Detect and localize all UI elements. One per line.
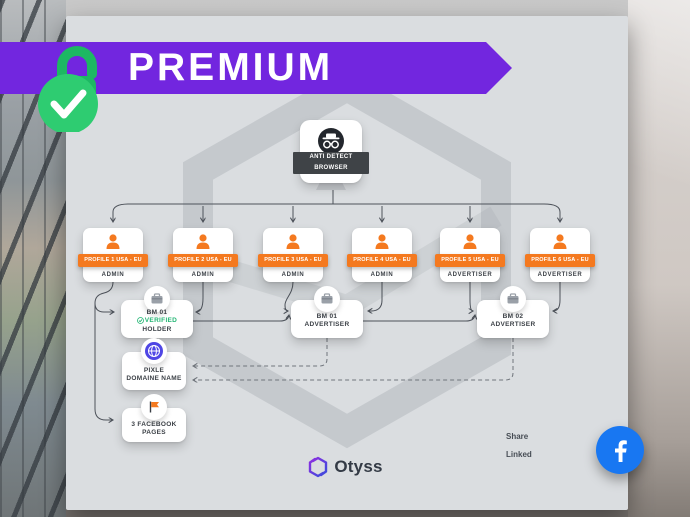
bm-title: BM 01	[146, 309, 168, 316]
profile-role: ADMIN	[281, 272, 305, 278]
pixel-line2: DOMAINE NAME	[126, 374, 182, 382]
bm-subtitle: ADVERTISER	[304, 320, 350, 328]
profile-role: ADMIN	[101, 272, 125, 278]
person-icon	[286, 234, 300, 249]
facebook-pages-node: 3 FACEBOOK PAGES	[122, 394, 186, 442]
profile-card-6: PROFILE 6 USA - EU ADVERTISER	[525, 228, 595, 282]
incognito-icon	[318, 128, 344, 154]
pixel-line1: PIXLE	[143, 367, 165, 374]
pages-line2: PAGES	[142, 428, 166, 436]
profile-role: ADMIN	[370, 272, 394, 278]
profile-card-5: PROFILE 5 USA - EU ADVERTISER	[435, 228, 505, 282]
legend-share-label: Share	[506, 432, 529, 441]
profile-banner: PROFILE 5 USA - EU	[435, 254, 505, 267]
briefcase-icon	[144, 286, 170, 312]
profile-role: ADVERTISER	[447, 272, 493, 278]
brand-logo: Otyss	[0, 456, 690, 478]
briefcase-icon	[500, 286, 526, 312]
bm-verified-holder-node: BM 01 VERIFIED HOLDER	[121, 286, 193, 338]
profile-banner: PROFILE 4 USA - EU	[347, 254, 417, 267]
legend-linked-label: Linked	[506, 450, 532, 459]
bm-01-advertiser-node: BM 01 ADVERTISER	[291, 286, 363, 338]
anti-detect-browser-label: ANTI DETECT BROWSER	[293, 152, 369, 174]
profile-banner: PROFILE 2 USA - EU	[168, 254, 238, 267]
profile-role: ADVERTISER	[537, 272, 583, 278]
pages-line1: 3 FACEBOOK	[131, 421, 177, 428]
profile-card-1: PROFILE 1 USA - EU ADMIN	[78, 228, 148, 282]
background-photo-right	[628, 0, 690, 517]
facebook-icon	[596, 426, 644, 474]
profile-banner: PROFILE 1 USA - EU	[78, 254, 148, 267]
bm-verified-row: VERIFIED	[136, 316, 178, 325]
person-icon	[553, 234, 567, 249]
bm-subtitle: ADVERTISER	[490, 320, 536, 328]
profile-banner: PROFILE 6 USA - EU	[525, 254, 595, 267]
bm-status: VERIFIED	[144, 316, 178, 324]
globe-icon	[141, 338, 167, 364]
brand-name: Otyss	[334, 457, 383, 476]
person-icon	[106, 234, 120, 249]
verified-check-icon	[136, 316, 144, 324]
premium-label: PREMIUM	[128, 46, 334, 89]
briefcase-icon	[314, 286, 340, 312]
profile-role: ADMIN	[191, 272, 215, 278]
pixel-domain-node: PIXLE DOMAINE NAME	[122, 338, 186, 390]
unlocked-check-icon	[28, 20, 104, 137]
profile-card-4: PROFILE 4 USA - EU ADMIN	[347, 228, 417, 282]
person-icon	[463, 234, 477, 249]
bm-title: BM 01	[316, 313, 338, 320]
person-icon	[196, 234, 210, 249]
profile-card-3: PROFILE 3 USA - EU ADMIN	[258, 228, 328, 282]
bm-title: BM 02	[502, 313, 524, 320]
flag-icon	[141, 394, 167, 420]
profile-card-2: PROFILE 2 USA - EU ADMIN	[168, 228, 238, 282]
otyss-hexagon-icon	[309, 456, 328, 478]
person-icon	[375, 234, 389, 249]
bm-02-advertiser-node: BM 02 ADVERTISER	[477, 286, 549, 338]
root-node-base	[316, 183, 346, 190]
bm-subtitle: HOLDER	[142, 326, 172, 334]
profile-banner: PROFILE 3 USA - EU	[258, 254, 328, 267]
anti-detect-browser-node: ANTI DETECT BROWSER	[293, 120, 369, 183]
